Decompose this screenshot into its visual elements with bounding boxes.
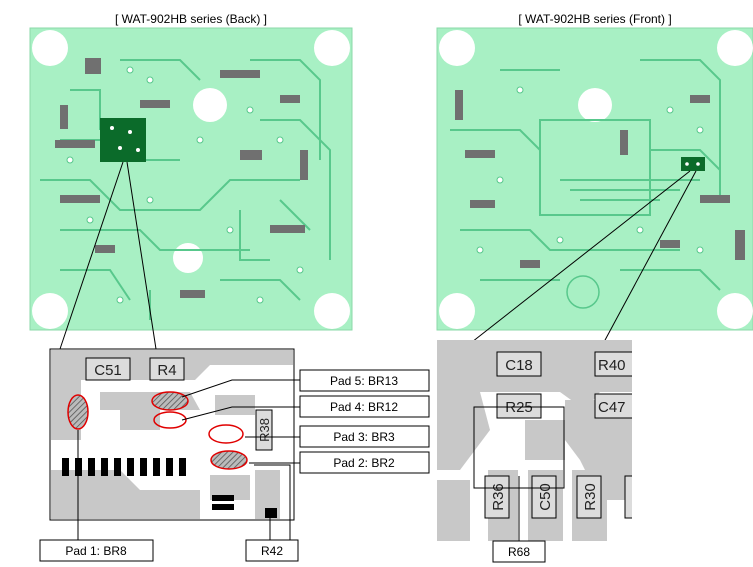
back-board [29, 27, 353, 331]
pad-5 [151, 391, 189, 411]
callout-r42-box [245, 539, 299, 562]
component-label-r38: R38 [257, 418, 272, 442]
component-label-c18: C18 [505, 357, 533, 374]
component-label-r36: R36 [490, 483, 507, 511]
pad5-arrow [181, 379, 300, 398]
mounting-hole [314, 293, 350, 329]
front-zoom-line [471, 170, 691, 343]
back-board-title: [ WAT-902HB series (Back) ] [115, 12, 267, 26]
component-label-c47: C47 [598, 399, 626, 416]
component-label-c50: C50 [537, 483, 554, 511]
mounting-hole [32, 293, 68, 329]
mounting-hole [566, 275, 600, 309]
front-board-title: [ WAT-902HB series (Front) ] [518, 12, 671, 26]
mounting-hole [314, 30, 350, 66]
pad-2 [210, 450, 248, 470]
back-zoom-line [126, 161, 157, 350]
pad-3 [208, 424, 244, 444]
mounting-hole [439, 30, 475, 66]
callout-pad1-box [39, 539, 154, 562]
front-detail: C18 R40 R25 C47 R36 C50 R30 [437, 340, 634, 541]
mounting-hole [193, 88, 227, 122]
callout-pad5-box [299, 369, 430, 392]
back-highlight-area [100, 118, 146, 162]
r42-bracket [254, 464, 291, 540]
component-label-r4: R4 [157, 362, 176, 379]
front-board [436, 27, 753, 331]
mounting-hole [439, 293, 475, 329]
callout-pad3: Pad 3: BR3 [333, 430, 395, 444]
callout-pad2: Pad 2: BR2 [333, 456, 395, 470]
callout-pad5: Pad 5: BR13 [330, 374, 398, 388]
mounting-hole [578, 88, 612, 122]
mounting-hole [32, 30, 68, 66]
pad4-arrow [181, 406, 300, 421]
callout-pad2-box [299, 451, 430, 474]
callout-r42: R42 [261, 544, 283, 558]
mounting-hole [717, 293, 753, 329]
back-zoom-line [59, 161, 124, 350]
component-label-c51: C51 [94, 362, 122, 379]
front-zoom-line [603, 170, 697, 343]
mounting-hole [717, 30, 753, 66]
callout-pad4-box [299, 395, 430, 418]
component-label-r30: R30 [582, 483, 599, 511]
front-highlight-area [681, 157, 705, 171]
component-label-r40: R40 [598, 357, 626, 374]
back-detail: C51 R4 R38 [49, 348, 300, 540]
callout-pad1: Pad 1: BR8 [65, 544, 127, 558]
mounting-hole [173, 243, 203, 273]
pad-4 [153, 411, 187, 429]
callout-pad3-box [299, 425, 430, 448]
callout-pad4: Pad 4: BR12 [330, 400, 398, 414]
callout-r68-box [492, 540, 546, 563]
pad-1 [67, 394, 89, 430]
callout-r68: R68 [508, 545, 530, 559]
